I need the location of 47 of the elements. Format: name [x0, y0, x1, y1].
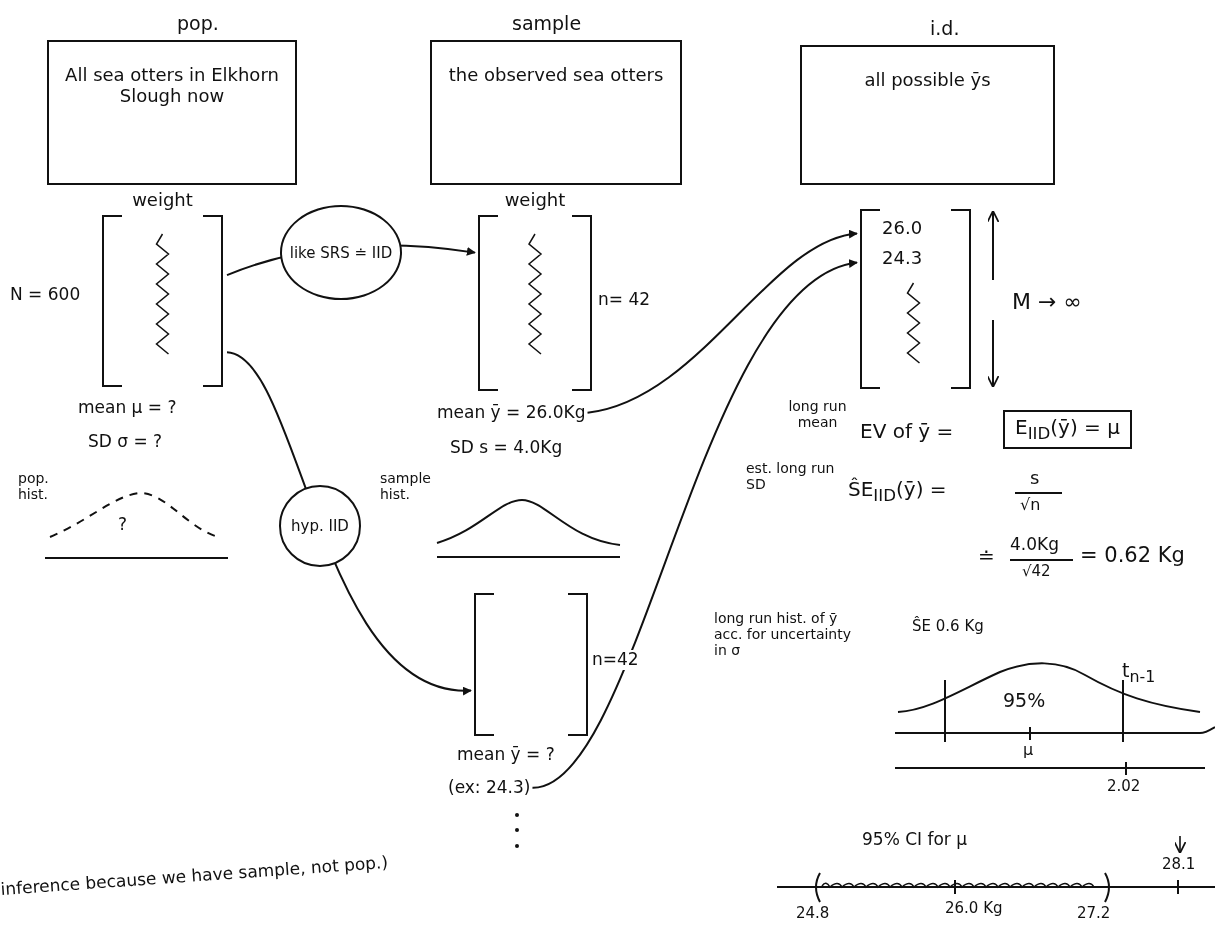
node-text: mean ȳ = 26.0Kg: [437, 403, 586, 423]
tick-label: 24.8: [796, 905, 830, 923]
boxed-formula: E$_{IID}$(ȳ) = μ: [1003, 410, 1132, 450]
edge-label: like SRS ≐ IID: [280, 205, 402, 300]
tick-label: 28.1: [1162, 856, 1196, 874]
formula-text: √42: [1022, 563, 1051, 581]
column-header: weight: [131, 190, 194, 211]
node-text: (ex: 24.3): [448, 778, 531, 798]
edge-label: hyp. IID: [279, 485, 361, 567]
axis-label: μ: [1023, 741, 1034, 760]
arrow: [531, 261, 858, 789]
formula-note: long run mean: [787, 398, 848, 431]
annotation-text: n=42: [592, 650, 639, 670]
histogram-label: sample hist.: [380, 470, 432, 503]
formula-text: s: [1030, 468, 1040, 489]
text-box: all possible ȳs: [800, 45, 1055, 185]
curve-label: t$_{n-1}$: [1122, 660, 1156, 686]
text-box: the observed sea otters: [430, 40, 682, 185]
annotation-text: mean μ = ?: [78, 398, 177, 418]
tick-label: 27.2: [1077, 905, 1111, 923]
column-heading: pop.: [177, 12, 219, 34]
interval-title: 95% CI for μ: [862, 830, 968, 850]
formula-text: = 0.62 Kg: [1080, 543, 1185, 568]
histogram-label: pop. hist.: [18, 470, 50, 503]
column-heading: sample: [512, 12, 582, 34]
column-heading: i.d.: [930, 17, 960, 39]
annotation-text: mean ȳ = ?: [457, 745, 555, 765]
formula-text: ≐: [978, 545, 995, 568]
column-header: weight: [503, 190, 567, 211]
note-text: long run hist. of ȳ acc. for uncertainty in σ: [714, 610, 852, 659]
formula-text: 4.0Kg: [1010, 535, 1059, 555]
formula-text: EV of ȳ =: [860, 420, 954, 443]
formula-text: ŜE 0.6 Kg: [912, 618, 984, 636]
tick-label: 26.0 Kg: [945, 900, 1003, 918]
arrow: [586, 230, 858, 414]
tick-label: 2.02: [1107, 778, 1141, 796]
value-text: 24.3: [882, 248, 923, 269]
formula-note: est. long run SD: [746, 460, 836, 493]
limit-text: M → ∞: [1012, 289, 1082, 315]
note-text: inference because we have sample, not pop.): [0, 852, 389, 900]
formula-text: √n: [1020, 496, 1041, 515]
value-text: 26.0: [882, 218, 923, 239]
area-label: 95%: [1003, 690, 1046, 712]
question-mark: ?: [118, 515, 128, 535]
annotation-text: SD s = 4.0Kg: [450, 438, 563, 458]
formula-text: ŜE$_{IID}$(ȳ) =: [848, 478, 947, 506]
text-box: All sea otters in Elkhorn Slough now: [47, 40, 297, 185]
